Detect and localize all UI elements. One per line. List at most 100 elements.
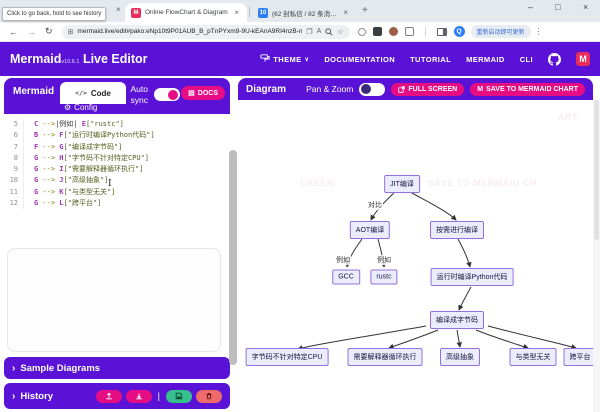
back-button-tooltip: Click to go back, hold to see history xyxy=(2,7,107,21)
sample-diagrams-bar[interactable]: › Sample Diagrams xyxy=(4,357,230,379)
toolbar-divider xyxy=(424,26,426,37)
new-tab-button[interactable]: + xyxy=(362,5,368,16)
line-number: 7 xyxy=(4,141,24,153)
line-number: 6 xyxy=(4,130,24,142)
line-number: 11 xyxy=(4,186,24,199)
editor-panel-header: Mermaid </> Code ⚙ Config Auto sync ▤ DO… xyxy=(4,78,230,114)
edge-label: 例如 xyxy=(376,255,392,265)
diagram-scrollbar[interactable] xyxy=(593,100,600,412)
diagram-node-aot: AOT编译 xyxy=(349,221,391,239)
extensions-puzzle-icon[interactable] xyxy=(404,27,414,36)
tab-messages[interactable]: 10 (62 封私信 / 82 条消息) 首页 × xyxy=(252,3,356,22)
side-panel-icon[interactable] xyxy=(436,27,447,36)
auto-sync-label: Auto sync xyxy=(130,84,149,105)
diagram-node-b4: 与类型无关 xyxy=(509,348,557,366)
nav-mermaid[interactable]: MERMAID xyxy=(466,54,505,64)
tab-mermaid[interactable]: M Online FlowChart & Diagram × xyxy=(125,3,247,22)
diagram-column: Diagram Pan & Zoom FULL SCREEN M SAVE TO… xyxy=(238,76,600,412)
edge-bytecode-b5 xyxy=(487,325,577,350)
window-close-button[interactable]: × xyxy=(583,2,589,12)
tab-title: Online FlowChart & Diagram xyxy=(145,9,228,16)
profile-avatar[interactable]: Q xyxy=(453,26,465,37)
upload-history-button[interactable] xyxy=(95,389,122,403)
theme-menu[interactable]: THEME∨ xyxy=(260,54,309,64)
line-number: 9 xyxy=(4,164,24,176)
browser-menu-icon[interactable]: ⋮ xyxy=(534,27,543,36)
url-text[interactable]: mermaid.live/edit#pako:eNp10t9P01AUB_B_p… xyxy=(77,28,303,35)
tab-code[interactable]: </> Code xyxy=(60,82,126,104)
version-label: v10.6.1 xyxy=(61,59,80,65)
chevron-right-icon: › xyxy=(12,390,16,402)
chevron-down-icon: ∨ xyxy=(304,56,310,63)
app-title: Mermaidv10.6.1 Live Editor xyxy=(10,52,148,66)
auto-sync-toggle[interactable] xyxy=(154,88,180,101)
fullscreen-button[interactable]: FULL SCREEN xyxy=(391,82,465,96)
history-bar[interactable]: › History | xyxy=(4,383,230,409)
back-icon[interactable]: ← xyxy=(9,26,18,37)
editor-scrollbar[interactable] xyxy=(229,150,237,365)
save-history-button[interactable] xyxy=(166,389,192,403)
button-divider: | xyxy=(157,391,160,401)
pan-zoom-toggle[interactable] xyxy=(359,82,386,96)
ghost-artifact-text: ART xyxy=(558,112,578,122)
browser-toolbar: ← → ↻ ⊞ mermaid.live/edit#pako:eNp10t9P0… xyxy=(0,22,600,42)
nav-cli[interactable]: CLI xyxy=(519,54,533,64)
diagram-node-b2: 需要解释器循环执行 xyxy=(347,348,423,366)
edge-bytecode-b2 xyxy=(388,329,439,349)
chrome-update-pill[interactable]: 重新启动即可更新 xyxy=(470,25,531,38)
paint-roller-icon xyxy=(260,54,270,62)
diagram-canvas[interactable]: CREEN SAVE TO MERMAID CH ART xyxy=(238,100,593,412)
window-minimize-button[interactable]: – xyxy=(528,2,534,12)
trash-icon xyxy=(206,393,212,400)
messages-favicon: 10 xyxy=(258,7,268,18)
window-maximize-button[interactable]: □ xyxy=(555,2,561,12)
bookmark-star-icon[interactable]: ☆ xyxy=(337,28,344,36)
mermaid-favicon: M xyxy=(131,7,141,18)
extension-dark-icon[interactable] xyxy=(372,27,382,36)
line-number: 5 xyxy=(4,119,24,131)
mermaid-chart-logo[interactable]: M xyxy=(576,52,590,66)
edge-runtime-bytecode xyxy=(458,286,472,311)
download-history-button[interactable] xyxy=(125,389,152,403)
extension-brown-icon[interactable] xyxy=(388,27,398,36)
diagram-node-jit: JIT编译 xyxy=(384,175,420,193)
gear-icon: ⚙ xyxy=(64,103,72,112)
tab-separator xyxy=(249,7,250,17)
zoom-icon[interactable] xyxy=(325,27,333,36)
nav-tutorial[interactable]: TUTORIAL xyxy=(410,54,452,64)
address-bar[interactable]: ⊞ mermaid.live/edit#pako:eNp10t9P01AUB_B… xyxy=(61,24,350,39)
diagram-node-rustc: rustc xyxy=(370,269,398,285)
diagram-node-b3: 高级抽象 xyxy=(440,348,480,366)
extension-circle-icon[interactable] xyxy=(357,27,366,36)
delete-history-button[interactable] xyxy=(196,389,222,403)
send-to-device-icon[interactable]: ❐ xyxy=(306,28,313,36)
tab1-close-icon[interactable]: × xyxy=(116,5,121,14)
browser-tab-strip: × M Online FlowChart & Diagram × 10 (62 … xyxy=(0,0,600,22)
tab-close-icon[interactable]: × xyxy=(343,8,348,17)
forward-icon[interactable]: → xyxy=(27,26,36,37)
tab-config[interactable]: ⚙ Config xyxy=(64,103,98,112)
site-info-icon[interactable]: ⊞ xyxy=(67,28,74,36)
diagram-node-b1: 字节码不针对特定CPU xyxy=(245,348,329,366)
github-icon[interactable] xyxy=(548,52,561,66)
reload-icon[interactable]: ↻ xyxy=(45,26,53,36)
edge-bytecode-b3 xyxy=(456,329,462,348)
diagram-panel-header: Diagram Pan & Zoom FULL SCREEN M SAVE TO… xyxy=(238,78,593,100)
download-icon xyxy=(135,393,142,400)
translate-icon[interactable]: A xyxy=(316,28,322,35)
save-to-mermaid-chart-button[interactable]: M SAVE TO MERMAID CHART xyxy=(470,82,585,96)
nav-documentation[interactable]: DOCUMENTATION xyxy=(324,54,396,64)
tab-close-icon[interactable]: × xyxy=(234,8,239,17)
edge-ondemand-runtime xyxy=(457,238,472,268)
save-icon xyxy=(175,392,183,400)
docs-button[interactable]: ▤ DOCS xyxy=(181,86,225,100)
